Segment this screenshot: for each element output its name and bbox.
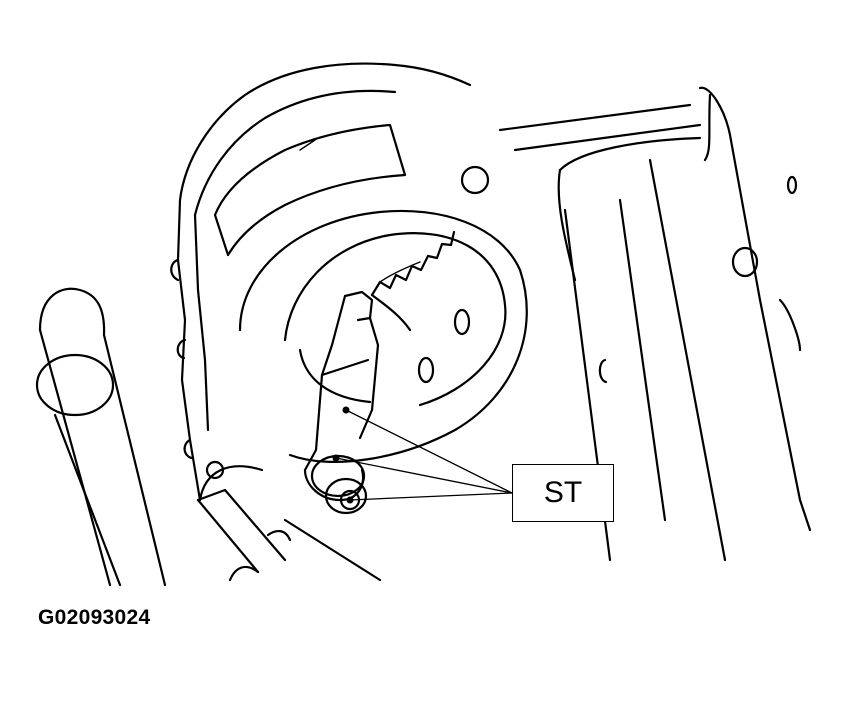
lower-bracket bbox=[196, 488, 382, 582]
gear-sector bbox=[370, 230, 456, 332]
callout-label: ST bbox=[543, 476, 583, 509]
round-cover bbox=[238, 165, 528, 463]
housing-flange bbox=[170, 62, 472, 502]
callout-label-box: ST bbox=[512, 464, 614, 522]
left-tube bbox=[35, 287, 167, 587]
callout-leaders bbox=[332, 406, 513, 504]
lever-assembly bbox=[303, 290, 380, 515]
figure-id-label: G02093024 bbox=[38, 606, 151, 629]
leader-point-middle bbox=[332, 454, 340, 462]
leader-point-lower bbox=[346, 496, 354, 504]
leader-point-upper bbox=[342, 406, 350, 414]
housing-window bbox=[213, 123, 407, 257]
